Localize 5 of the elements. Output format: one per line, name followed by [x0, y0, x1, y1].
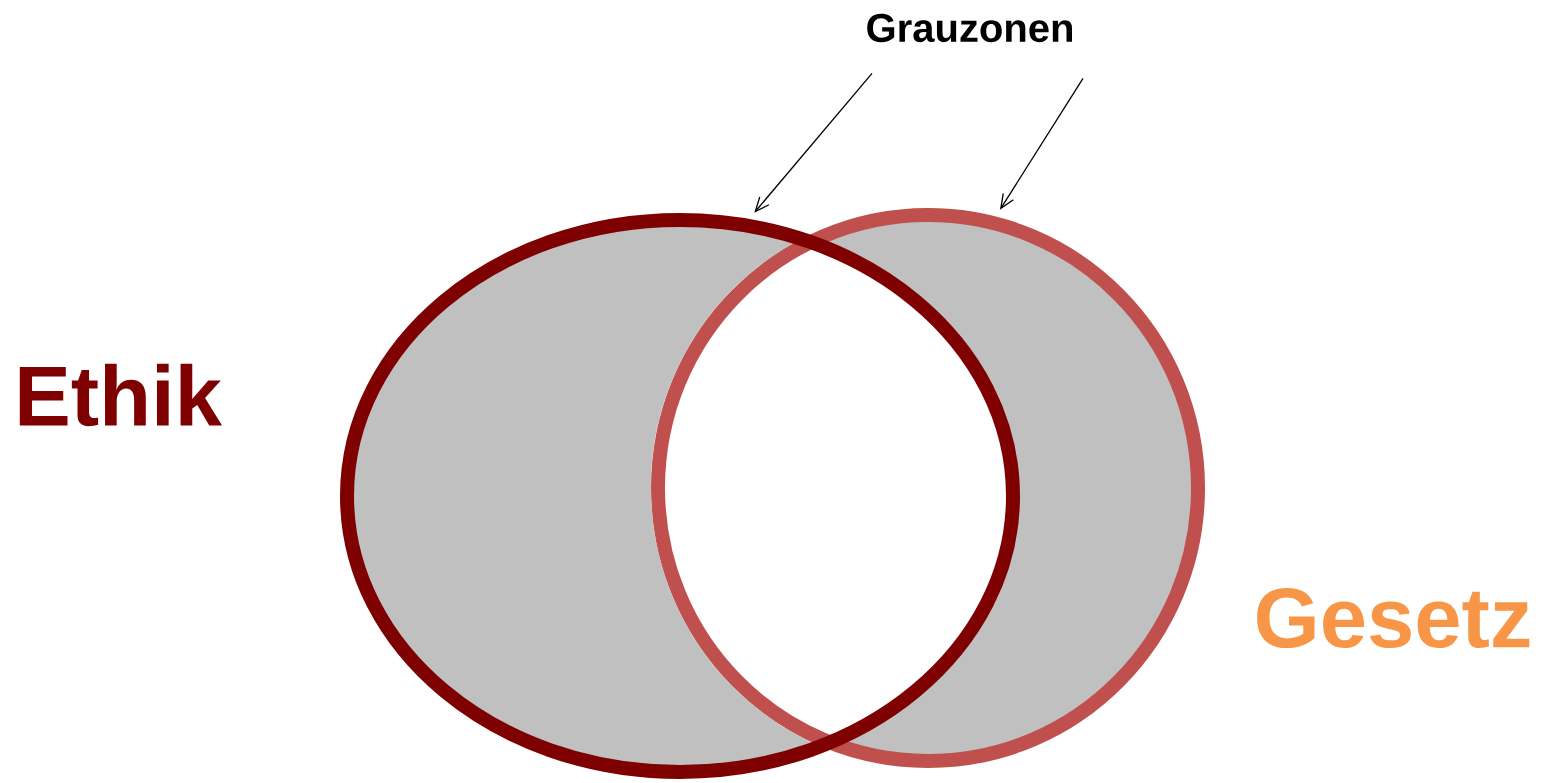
arrow — [754, 72, 873, 213]
arrow — [999, 77, 1084, 210]
callout-text: Grauzonen — [867, 13, 1072, 43]
set-label: Ethik — [19, 363, 223, 427]
set-label: Gesetz — [1257, 587, 1530, 649]
